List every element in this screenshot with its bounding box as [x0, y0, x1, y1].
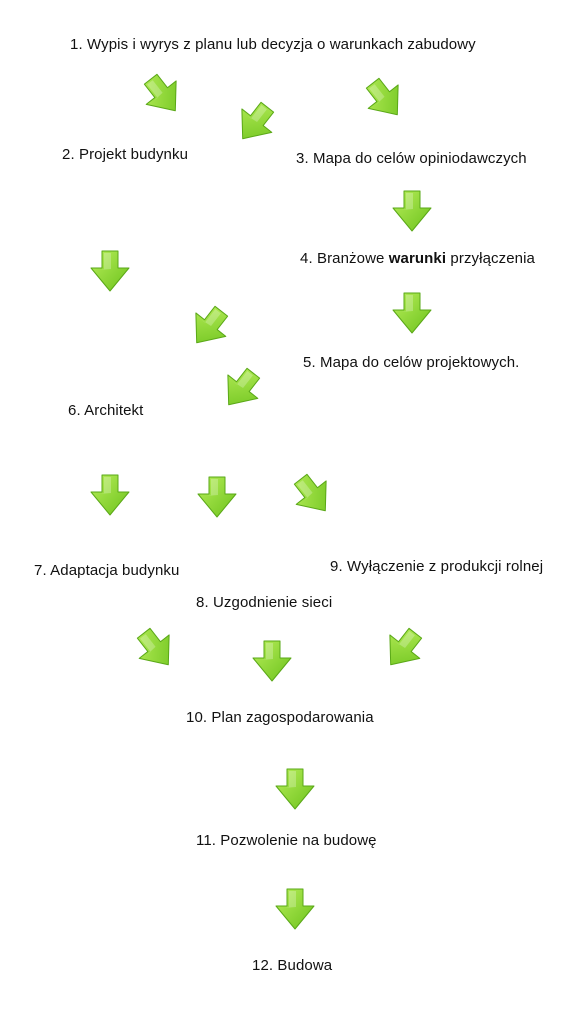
arrow-7-shape	[195, 305, 229, 344]
arrow-6-icon	[87, 248, 133, 294]
arrow-5-icon	[389, 290, 435, 336]
arrow-2-icon	[232, 100, 278, 146]
arrow-15-icon	[272, 766, 318, 812]
step-1-label: 1. Wypis i wyrys z planu lub decyzja o w…	[70, 36, 476, 53]
step-12-label: 12. Budowa	[252, 957, 333, 974]
step-4-prefix: 4. Branżowe	[300, 250, 389, 267]
step-8-label: 8. Uzgodnienie sieci	[196, 594, 333, 611]
step-7-label: 7. Adaptacja budynku	[34, 562, 180, 579]
arrow-16-icon	[272, 886, 318, 932]
arrow-8-shape	[227, 367, 261, 406]
step-4-suffix: przyłączenia	[446, 250, 535, 267]
arrow-14-icon	[380, 626, 426, 672]
arrow-10-icon	[194, 474, 240, 520]
step-4-bold: warunki	[388, 250, 447, 267]
arrow-9-icon	[87, 472, 133, 518]
arrow-12-shape	[136, 627, 170, 666]
step-10-label: 10. Plan zagospodarowania	[186, 709, 374, 726]
step-2-label: 2. Projekt budynku	[62, 146, 189, 163]
arrow-1-icon	[140, 72, 186, 118]
step-3-label: 3. Mapa do celów opiniodawczych	[296, 150, 527, 167]
arrow-2-shape	[241, 101, 275, 140]
arrow-4-icon	[389, 188, 435, 234]
arrow-13-icon	[249, 638, 295, 684]
arrow-10-shape	[197, 476, 237, 518]
arrow-8-icon	[218, 366, 264, 412]
arrow-3-shape	[365, 77, 399, 116]
arrow-13-shape	[252, 640, 292, 682]
arrow-7-icon	[186, 304, 232, 350]
arrow-15-shape	[275, 768, 315, 810]
step-11-label: 11. Pozwolenie na budowę	[196, 832, 377, 849]
arrow-5-shape	[392, 292, 432, 334]
arrow-1-shape	[143, 73, 177, 112]
arrow-6-shape	[90, 250, 130, 292]
arrow-4-shape	[392, 190, 432, 232]
arrow-9-shape	[90, 474, 130, 516]
arrow-3-icon	[362, 76, 408, 122]
arrow-14-shape	[389, 627, 423, 666]
arrow-11-icon	[290, 472, 336, 518]
step-5-label: 5. Mapa do celów projektowych.	[303, 354, 520, 371]
step-4-label: 4. Branżowe warunki przyłączenia	[300, 250, 535, 267]
arrow-12-icon	[133, 626, 179, 672]
step-9-label: 9. Wyłączenie z produkcji rolnej	[330, 558, 544, 575]
arrow-16-shape	[275, 888, 315, 930]
step-6-label: 6. Architekt	[68, 402, 144, 419]
arrow-11-shape	[293, 473, 327, 512]
